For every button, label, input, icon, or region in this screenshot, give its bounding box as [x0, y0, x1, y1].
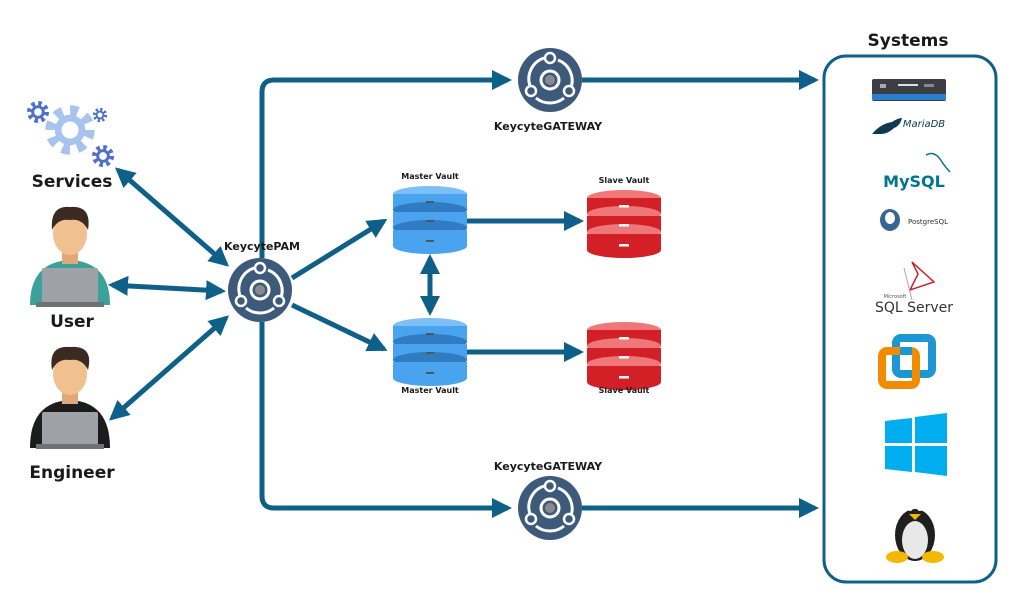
gateway-bottom-label: KeycyteGATEWAY — [493, 460, 603, 473]
line-pam-gateway-top — [259, 70, 512, 258]
mysql-label: MySQL — [883, 172, 945, 191]
keycyte-gateway-top-icon[interactable] — [516, 46, 584, 114]
actor-label-services: Services — [31, 172, 113, 192]
connectors — [108, 70, 819, 518]
windows-icon — [885, 413, 947, 476]
server-rack-icon — [872, 79, 946, 101]
vmware-icon — [878, 334, 936, 389]
user-laptop-icon — [30, 206, 110, 307]
actor-label-user: User — [50, 312, 94, 332]
slave-vault-bottom-icon[interactable] — [587, 322, 661, 390]
postgresql-label: PostgreSQL — [908, 218, 948, 226]
postgresql-icon — [880, 209, 900, 231]
arrow-pam-master-bottom — [290, 302, 388, 352]
engineer-laptop-icon — [30, 346, 110, 449]
arrow-pam-master-top — [290, 218, 388, 281]
sql-server-sublabel: Microsoft — [883, 294, 907, 300]
slave-vault-bottom-label: Slave Vault — [598, 386, 650, 395]
line-pam-gateway-bottom — [259, 322, 512, 518]
gateway-top-label: KeycyteGATEWAY — [493, 120, 603, 133]
pam-label: KeycytePAM — [224, 240, 300, 253]
slave-vault-top-label: Slave Vault — [598, 176, 650, 185]
sql-server-icon — [903, 261, 936, 301]
mysql-icon — [925, 152, 951, 173]
mariadb-label: MariaDB — [902, 119, 946, 130]
systems-title: Systems — [867, 31, 949, 51]
keycyte-pam-node-icon[interactable] — [226, 256, 294, 324]
arrow-user-pam — [108, 275, 226, 301]
master-vault-bottom-icon[interactable] — [393, 318, 467, 386]
arrow-engineer-pam — [108, 315, 230, 421]
master-vault-top-label: Master Vault — [401, 172, 459, 181]
systems-container — [822, 54, 998, 584]
slave-vault-top-icon[interactable] — [587, 190, 661, 258]
master-vault-top-icon[interactable] — [393, 186, 467, 254]
sql-server-label: SQL Server — [874, 300, 954, 316]
mariadb-icon — [872, 118, 902, 134]
actor-label-engineer: Engineer — [29, 463, 115, 483]
gears-icon — [30, 104, 112, 165]
arrow-services-pam — [114, 167, 230, 267]
linux-tux-icon — [886, 505, 944, 563]
keycyte-gateway-bottom-icon[interactable] — [516, 474, 584, 542]
master-vault-bottom-label: Master Vault — [401, 386, 459, 395]
